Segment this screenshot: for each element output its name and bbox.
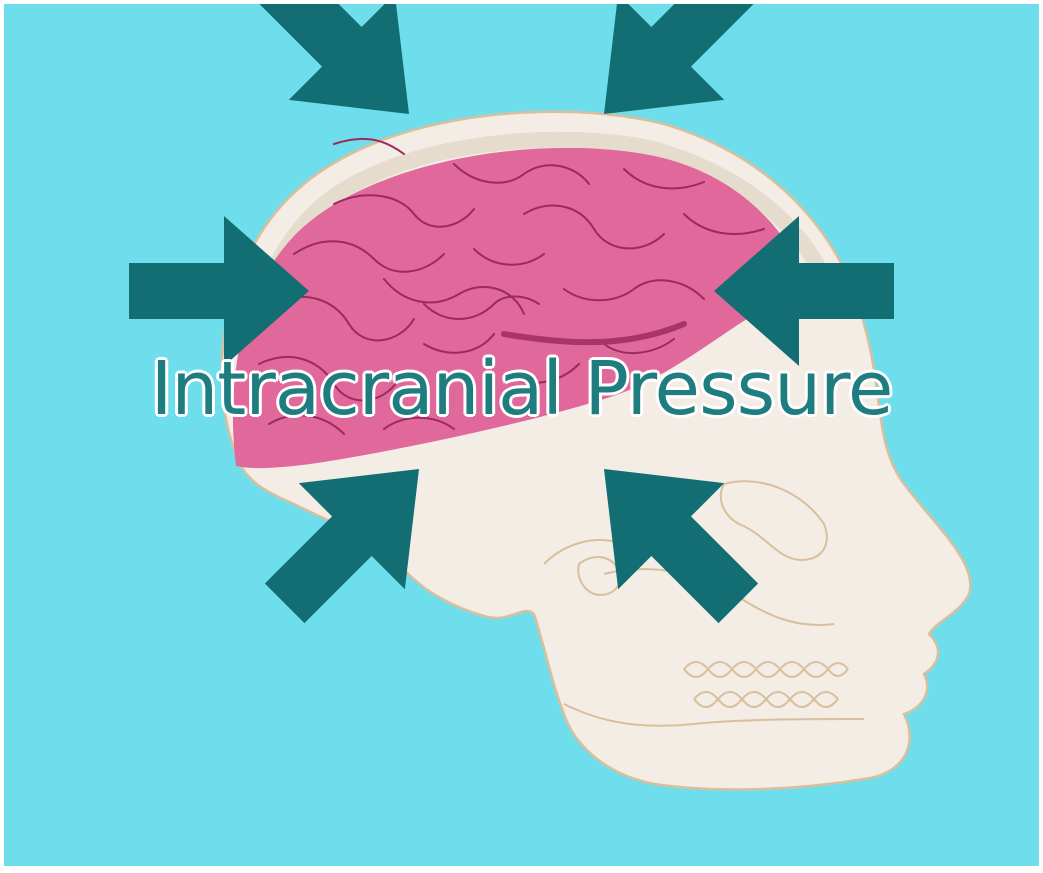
intracranial-pressure-illustration: [4, 4, 1039, 866]
